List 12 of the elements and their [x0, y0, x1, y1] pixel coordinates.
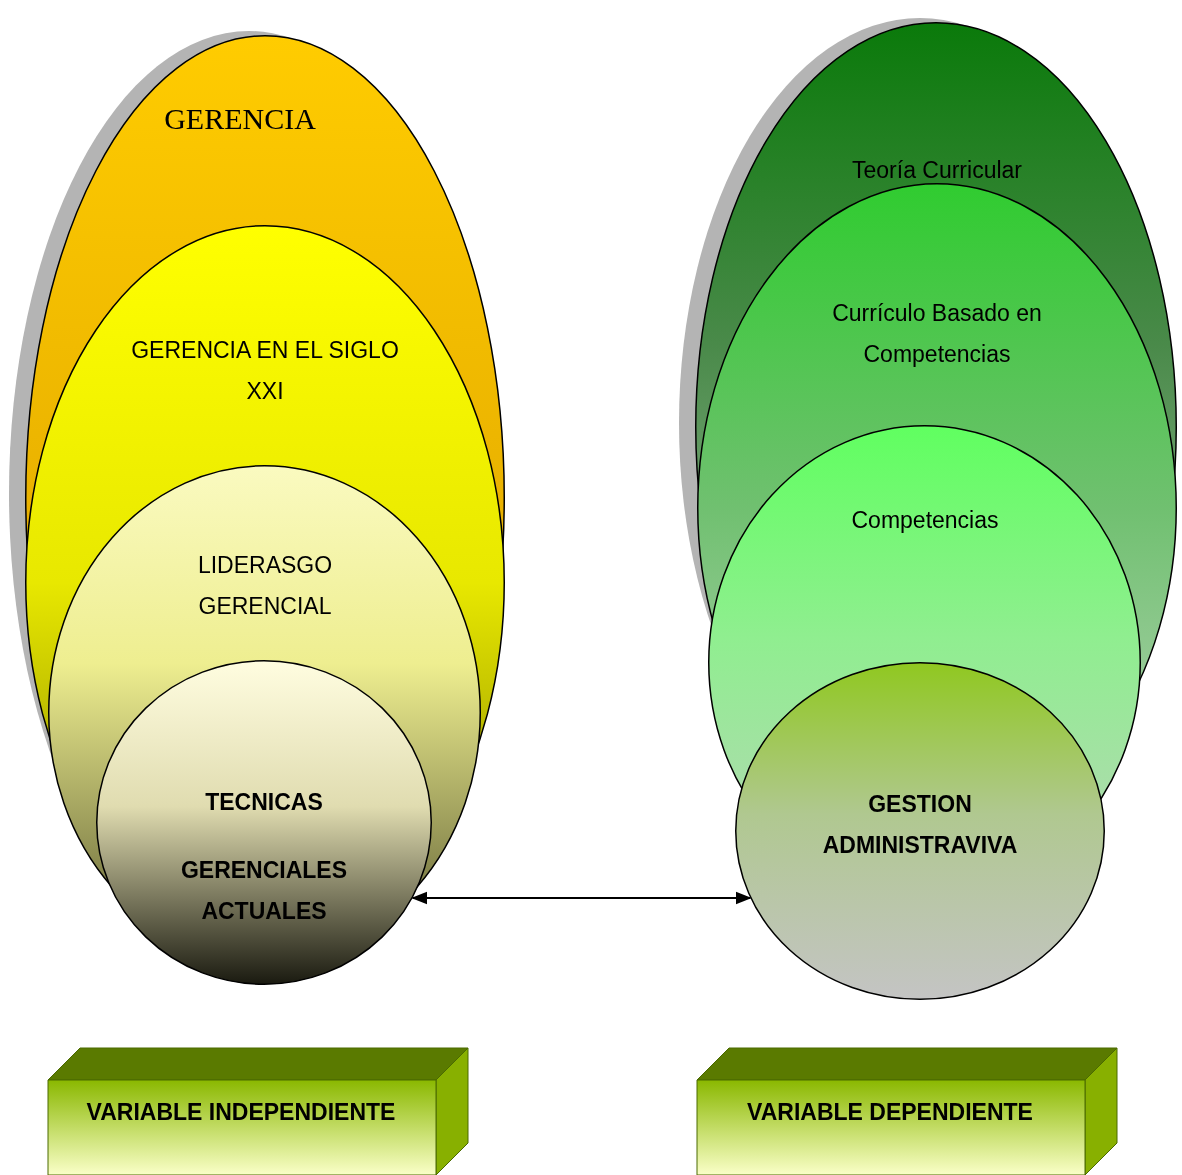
ellipse-label: Competencias — [850, 506, 1000, 535]
ellipse-label: LIDERASGO GERENCIAL — [196, 551, 334, 621]
ellipse-label: GERENCIA — [163, 101, 317, 137]
ellipse-label: GERENCIALES ACTUALES — [179, 856, 349, 926]
double-arrow — [411, 891, 752, 905]
ellipse-label: GESTION ADMINISTRAVIVA — [821, 790, 1019, 860]
box-label: VARIABLE INDEPENDIENTE — [85, 1098, 397, 1127]
ellipse-label: GERENCIA EN EL SIGLO XXI — [130, 336, 400, 406]
box-label: VARIABLE DEPENDIENTE — [746, 1098, 1034, 1127]
ellipse-label: TECNICAS — [204, 788, 324, 817]
ellipse-label: Currículo Basado en Competencias — [831, 299, 1043, 369]
ellipse-label: Teoría Curricular — [851, 156, 1023, 185]
